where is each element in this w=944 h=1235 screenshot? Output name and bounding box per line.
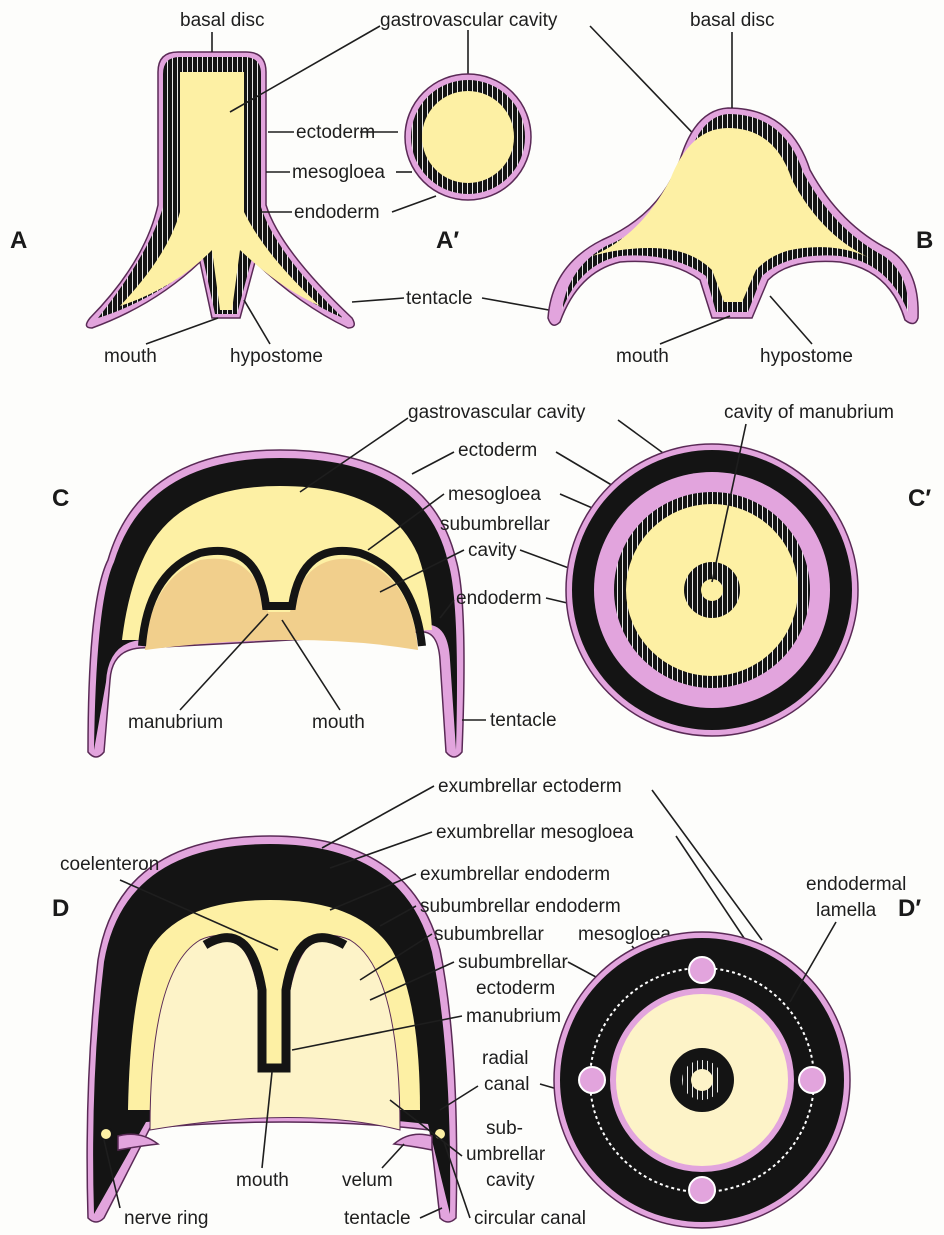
figure-c-prime-section: C′ cavity of manubrium [566, 402, 931, 736]
label-endoderm-a: endoderm [294, 202, 380, 223]
label-exumbrellar-mesogloea: exumbrellar mesogloea [436, 822, 634, 843]
label-gastrovascular-cavity-c: gastrovascular cavity [408, 402, 586, 423]
label-umbrellar: umbrellar [466, 1144, 546, 1165]
label-basal-disc-b: basal disc [690, 10, 775, 31]
figure-b-letter: B [916, 227, 933, 254]
label-tentacle-d: tentacle [344, 1208, 411, 1229]
figure-b-polyp: B basal disc mouth hypostome [548, 10, 933, 367]
label-tentacle-c: tentacle [490, 710, 557, 731]
figure-a-prime-section: A′ [405, 74, 531, 254]
label-circular-canal: circular canal [474, 1208, 586, 1229]
label-subumbrellar-endoderm: subumbrellar endoderm [420, 896, 621, 917]
label-subumbrellar-1: subumbrellar [434, 924, 544, 945]
label-canal: canal [484, 1074, 529, 1095]
label-nerve-ring: nerve ring [124, 1208, 209, 1229]
radial-canal-top [689, 957, 715, 983]
figure-a-polyp: A basal disc gastrovascular cavity ectod… [10, 10, 730, 367]
radial-canal-left [579, 1067, 605, 1093]
label-mouth-c: mouth [312, 712, 365, 733]
label-hypostome-b: hypostome [760, 346, 853, 367]
label-mouth-d: mouth [236, 1170, 289, 1191]
figure-c-prime-letter: C′ [908, 485, 931, 512]
label-basal-disc-a: basal disc [180, 10, 265, 31]
label-subumbrellar-c: subumbrellar [440, 514, 550, 535]
radial-canal-right [799, 1067, 825, 1093]
label-mouth-b: mouth [616, 346, 669, 367]
nerve-ring-left [100, 1128, 112, 1140]
section-c-prime-manubrium-cavity [701, 579, 723, 601]
label-exumbrellar-ectoderm: exumbrellar ectoderm [438, 776, 622, 797]
figure-d-prime-letter: D′ [898, 895, 921, 922]
label-mesogloea-a: mesogloea [292, 162, 385, 183]
label-cavity-of-manubrium: cavity of manubrium [724, 402, 894, 423]
label-mesogloea-c: mesogloea [448, 484, 541, 505]
label-ectoderm-d: ectoderm [476, 978, 555, 999]
figure-d-letter: D [52, 895, 69, 922]
label-sub: sub- [486, 1118, 523, 1139]
section-a-prime-cavity [422, 91, 514, 183]
radial-canal-bottom [689, 1177, 715, 1203]
label-endodermal: endodermal [806, 874, 906, 895]
section-d-prime-manubrium-cavity [691, 1069, 713, 1091]
label-exumbrellar-endoderm: exumbrellar endoderm [420, 864, 610, 885]
label-hypostome-a: hypostome [230, 346, 323, 367]
label-lamella: lamella [816, 900, 877, 921]
figure-a-letter: A [10, 227, 27, 254]
label-tentacle-ab: tentacle [406, 288, 473, 309]
label-endoderm-c: endoderm [456, 588, 542, 609]
label-ectoderm-c: ectoderm [458, 440, 537, 461]
label-coelenteron: coelenteron [60, 854, 159, 875]
label-manubrium-d: manubrium [466, 1006, 561, 1027]
label-velum: velum [342, 1170, 393, 1191]
figure-c-letter: C [52, 485, 69, 512]
label-radial: radial [482, 1048, 528, 1069]
label-cavity-d: cavity [486, 1170, 535, 1191]
label-manubrium-c: manubrium [128, 712, 223, 733]
label-subumbrellar-2: subumbrellar [458, 952, 568, 973]
label-cavity-c: cavity [468, 540, 517, 561]
medusa-d-velum [118, 1134, 432, 1150]
figure-a-prime-letter: A′ [436, 227, 459, 254]
label-gastrovascular-cavity-top: gastrovascular cavity [380, 10, 558, 31]
label-mouth-a: mouth [104, 346, 157, 367]
